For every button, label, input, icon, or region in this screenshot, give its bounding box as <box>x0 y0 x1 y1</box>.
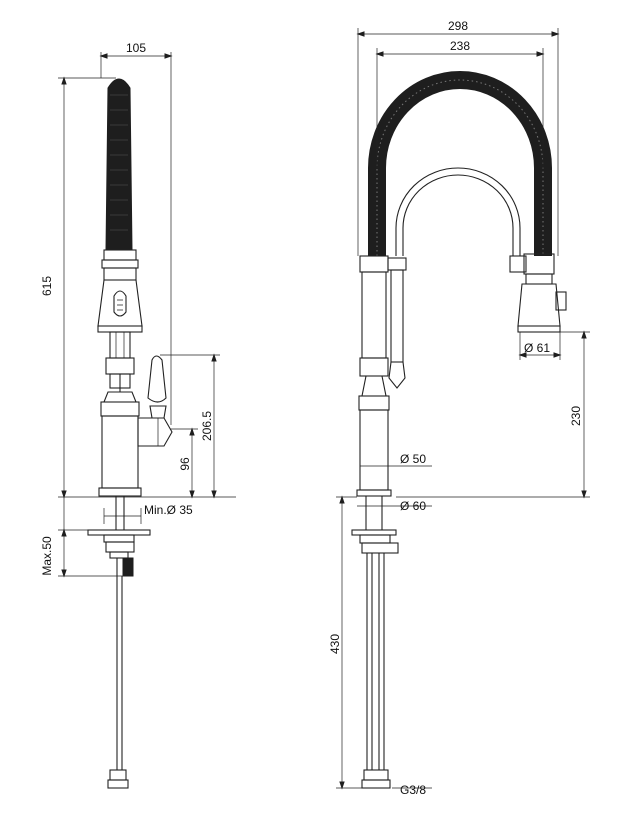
dim-height-96: 96 <box>178 457 192 471</box>
side-mounting <box>87 496 151 789</box>
side-spring-hose <box>105 78 133 251</box>
dim-width-105: 105 <box>126 41 146 55</box>
dim-diameter-60: Ø 60 <box>400 499 426 513</box>
front-column <box>356 255 407 497</box>
dim-height-206-5: 206.5 <box>200 411 214 441</box>
front-spring-hose <box>368 71 552 256</box>
dim-width-298: 298 <box>448 19 468 33</box>
dim-diameter-50: Ø 50 <box>400 452 426 466</box>
dim-height-615: 615 <box>40 276 54 296</box>
front-inner-spout <box>395 167 521 256</box>
side-body <box>98 391 142 497</box>
front-dimension-lines <box>336 28 590 790</box>
dim-min-diameter-35: Min.Ø 35 <box>144 503 193 517</box>
dim-thread-g3-8: G3/8 <box>400 783 426 797</box>
side-spray-head <box>97 279 143 333</box>
side-neck <box>105 331 135 392</box>
front-mounting <box>351 496 399 789</box>
dim-length-430: 430 <box>328 634 342 654</box>
dim-max-50: Max.50 <box>40 536 54 576</box>
dim-height-230: 230 <box>569 406 583 426</box>
dim-diameter-61: Ø 61 <box>524 341 550 355</box>
front-view: 298 238 Ø 61 230 Ø 50 Ø 60 430 G3/8 <box>328 19 590 797</box>
side-spray-connector <box>101 249 139 281</box>
front-spray-head <box>509 253 567 333</box>
side-lever-handle <box>137 355 173 447</box>
dim-width-238: 238 <box>450 39 470 53</box>
side-dimension-lines <box>58 52 236 578</box>
side-view: 105 615 206.5 96 Min.Ø 35 Max.50 <box>40 41 236 789</box>
